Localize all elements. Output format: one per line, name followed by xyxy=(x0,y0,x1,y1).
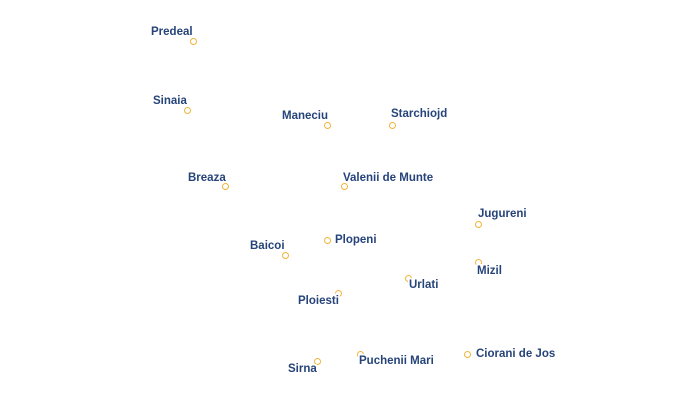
label-ploiesti: Ploiesti xyxy=(298,295,339,307)
marker-sinaia[interactable] xyxy=(183,106,191,114)
marker-sirna[interactable] xyxy=(313,357,321,365)
marker-plopeni[interactable] xyxy=(323,236,331,244)
label-mizil: Mizil xyxy=(477,265,502,277)
label-ciorani-de-jos: Ciorani de Jos xyxy=(476,348,556,360)
label-valenii-de-munte: Valenii de Munte xyxy=(343,172,434,184)
marker-mizil[interactable] xyxy=(474,258,482,266)
label-jugureni: Jugureni xyxy=(478,208,527,220)
label-plopeni: Plopeni xyxy=(335,234,377,246)
marker-urlati[interactable] xyxy=(404,274,412,282)
marker-baicoi[interactable] xyxy=(281,251,289,259)
marker-valenii-de-munte[interactable] xyxy=(340,182,348,190)
label-puchenii-mari: Puchenii Mari xyxy=(359,355,434,367)
label-starchiojd: Starchiojd xyxy=(391,108,448,120)
label-sirna: Sirna xyxy=(288,363,317,375)
marker-jugureni[interactable] xyxy=(474,220,482,228)
label-breaza: Breaza xyxy=(188,172,226,184)
label-predeal: Predeal xyxy=(151,26,193,38)
label-maneciu: Maneciu xyxy=(282,110,329,122)
marker-starchiojd[interactable] xyxy=(388,121,396,129)
label-sinaia: Sinaia xyxy=(153,95,187,107)
marker-breaza[interactable] xyxy=(221,182,229,190)
label-urlati: Urlati xyxy=(409,279,439,291)
marker-ploiesti[interactable] xyxy=(334,289,342,297)
marker-puchenii-mari[interactable] xyxy=(356,350,364,358)
marker-ciorani-de-jos[interactable] xyxy=(463,350,471,358)
marker-maneciu[interactable] xyxy=(323,121,331,129)
label-baicoi: Baicoi xyxy=(250,240,285,252)
marker-predeal[interactable] xyxy=(189,37,197,45)
